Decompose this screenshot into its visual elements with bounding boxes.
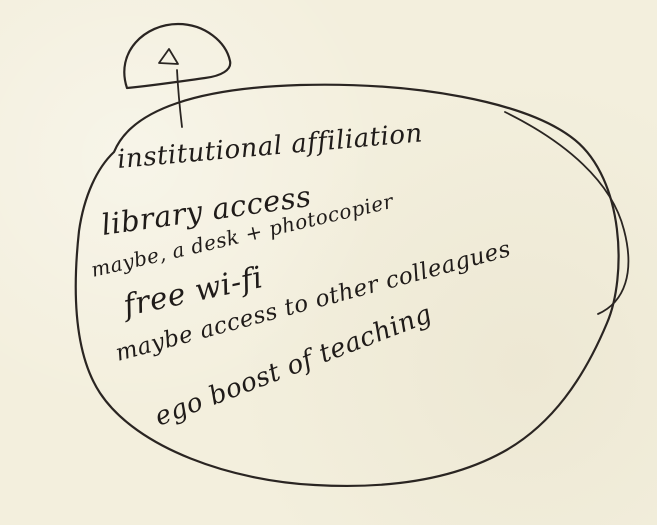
arrow-shaft [176, 69, 183, 128]
balloon-shape [123, 22, 232, 90]
arrow-head [158, 48, 179, 65]
secondary-arc [504, 111, 630, 315]
main-oval [74, 83, 620, 488]
line-institutional-affiliation: institutional affiliation [116, 118, 424, 175]
